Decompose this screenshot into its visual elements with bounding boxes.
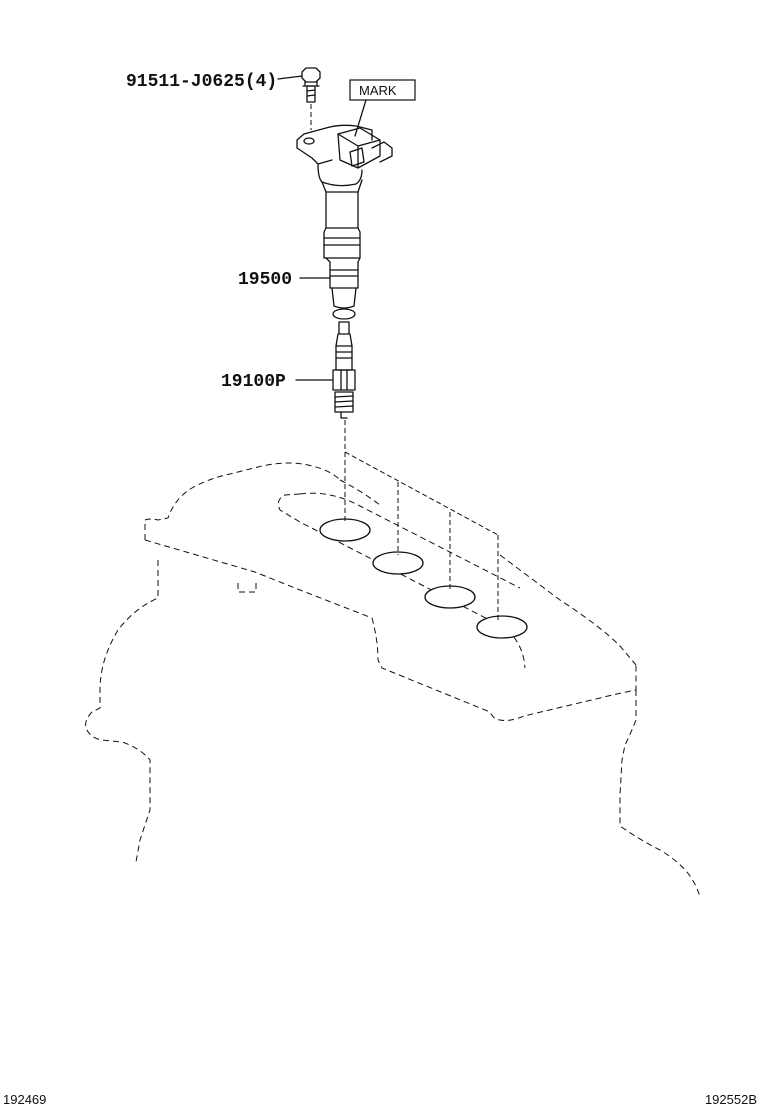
plug-well-4 [476,615,528,639]
illustration-code-right: 192552B [704,1092,757,1107]
plug-well-1 [319,518,371,542]
plug-well-3 [424,585,476,609]
plug-part-number: 19100P [221,372,286,392]
mark-label: MARK [359,83,397,98]
spark-plug-well-strip [277,492,528,669]
callouts: 91511-J0625(4) MARK 19500 19100P [126,72,416,392]
bolt-part [301,67,321,103]
ignition-coil-part [296,124,393,320]
illustration-code-left: 192469 [3,1092,47,1107]
coil-part-number: 19500 [238,270,292,290]
assembly-lead-lines [310,104,499,620]
engine-outline [85,462,701,899]
coil-seal-ring [332,308,356,320]
mark-box [349,79,416,101]
plug-well-2 [372,551,424,575]
spark-plug-part [332,321,356,419]
bolt-part-number: 91511-J0625(4) [126,72,277,92]
